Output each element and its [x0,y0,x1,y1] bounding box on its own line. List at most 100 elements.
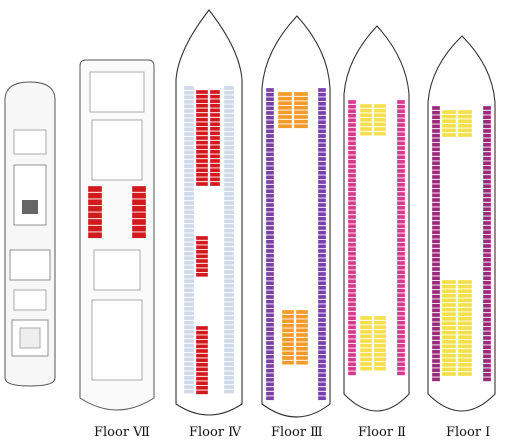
cabin [431,202,441,207]
cabin [265,373,275,378]
cabin [183,251,195,256]
cabin [317,212,327,217]
cabin [441,307,457,312]
cabin [265,294,275,300]
cabin [317,322,327,327]
cabin [223,173,235,178]
cabin [317,166,327,171]
cabin [441,348,457,354]
cabin [195,268,209,273]
cabin [223,246,235,252]
cabin [183,256,195,261]
cabin [347,109,357,114]
cabin [457,316,473,321]
cabin [396,228,406,233]
cabin [457,367,473,372]
cabin [87,192,103,199]
cabin [396,288,406,293]
cabin [431,124,441,129]
cabin [317,391,327,396]
cabin [265,189,275,194]
cabin [431,211,441,216]
cabin [317,230,327,235]
cabin [223,237,235,242]
floor-3-label: Floor Ⅲ [271,425,323,440]
cabin [265,391,275,396]
cabin [347,214,357,220]
cabin [223,320,235,325]
cabin [223,389,235,394]
cabin [347,283,357,289]
cabin [209,117,221,122]
cabin [209,135,221,141]
cabin [195,339,209,344]
cabin [223,297,235,302]
cabin [359,315,373,321]
cabin [223,334,235,339]
cabin [457,119,473,124]
cabin [183,315,195,321]
cabin [183,237,195,242]
cabin [482,345,492,350]
cabin [431,138,441,143]
cabin [281,351,295,356]
cabin [347,150,357,155]
cabin [396,325,406,330]
cabin [317,386,327,392]
cabin [317,253,327,258]
cabin [431,248,441,253]
cabin [396,311,406,316]
cabin [317,285,327,290]
cabin [183,292,195,298]
cabin [317,244,327,249]
cabin [265,216,275,221]
cabin [293,91,309,97]
cabin [265,133,275,139]
cabin [396,109,406,114]
cabin [195,325,209,331]
cabin [396,196,406,201]
cabin [396,113,406,118]
cabin [317,317,327,323]
cabin [431,266,441,272]
cabin [281,337,295,342]
cabin [441,330,457,335]
cabin [396,99,406,105]
cabin [441,132,457,138]
cabin [482,349,492,354]
cabin [482,294,492,299]
cabin [317,106,327,111]
cabin [223,288,235,293]
cabin [457,325,473,331]
cabin [441,353,457,358]
cabin [373,315,387,321]
cabin [265,221,275,226]
cabin [265,271,275,277]
cabin [265,92,275,97]
cabin [457,339,473,344]
cabin [396,357,406,362]
cabin [347,260,357,266]
cabin [183,389,195,394]
cabin [347,210,357,215]
cabin [396,339,406,344]
cabin [347,311,357,316]
cabin [347,237,357,243]
cabin [396,352,406,358]
cabin [482,326,492,331]
cabin [223,164,235,169]
cabin [295,355,309,361]
cabin [223,219,235,224]
cabin [293,105,309,110]
cabin [482,211,492,216]
cabin [195,154,209,159]
cabin [317,97,327,102]
cabin [482,138,492,143]
cabin [359,131,373,136]
cabin [482,105,492,111]
cabin [482,230,492,235]
cabin [431,358,441,364]
cabin [183,279,195,284]
cabin [347,320,357,325]
cabin [317,331,327,336]
